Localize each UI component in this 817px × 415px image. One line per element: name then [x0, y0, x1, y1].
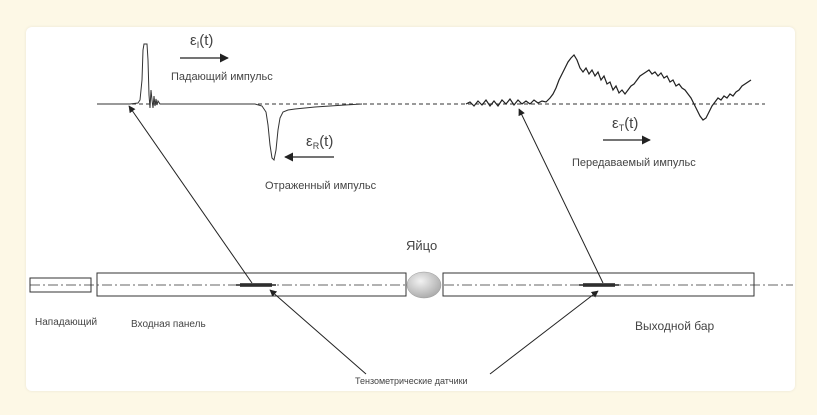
eps-reflected-label: εR(t)	[306, 133, 333, 151]
label-to-output-gauge-arrow	[489, 290, 599, 375]
egg-label: Яйцо	[406, 238, 437, 253]
input-bar	[96, 272, 407, 297]
reflected-pulse-label: Отраженный импульс	[265, 180, 377, 192]
striker-label: Нападающий	[35, 317, 97, 328]
striker-bar	[29, 277, 92, 293]
label-to-input-gauge-arrow	[269, 289, 367, 375]
incident-pulse-label: Падающий импульс	[171, 71, 273, 83]
diagram-panel	[26, 27, 795, 391]
output-gauge-to-signal-arrow	[518, 108, 604, 284]
eps-transmitted-label: εT(t)	[612, 115, 638, 133]
input-gauge-to-signal-arrow	[128, 105, 253, 284]
transmitted-pulse-signal	[465, 54, 752, 121]
input-bar-label: Входная панель	[131, 319, 206, 330]
eps-incident-label: εI(t)	[190, 32, 213, 50]
strain-gauges-label: Тензометрические датчики	[355, 376, 468, 386]
transmitted-pulse-label: Передаваемый импульс	[572, 157, 696, 169]
incident-pulse-signal	[97, 43, 175, 109]
reflected-pulse-signal	[175, 103, 363, 162]
egg-specimen	[406, 271, 442, 299]
output-bar-label: Выходной бар	[635, 319, 715, 333]
